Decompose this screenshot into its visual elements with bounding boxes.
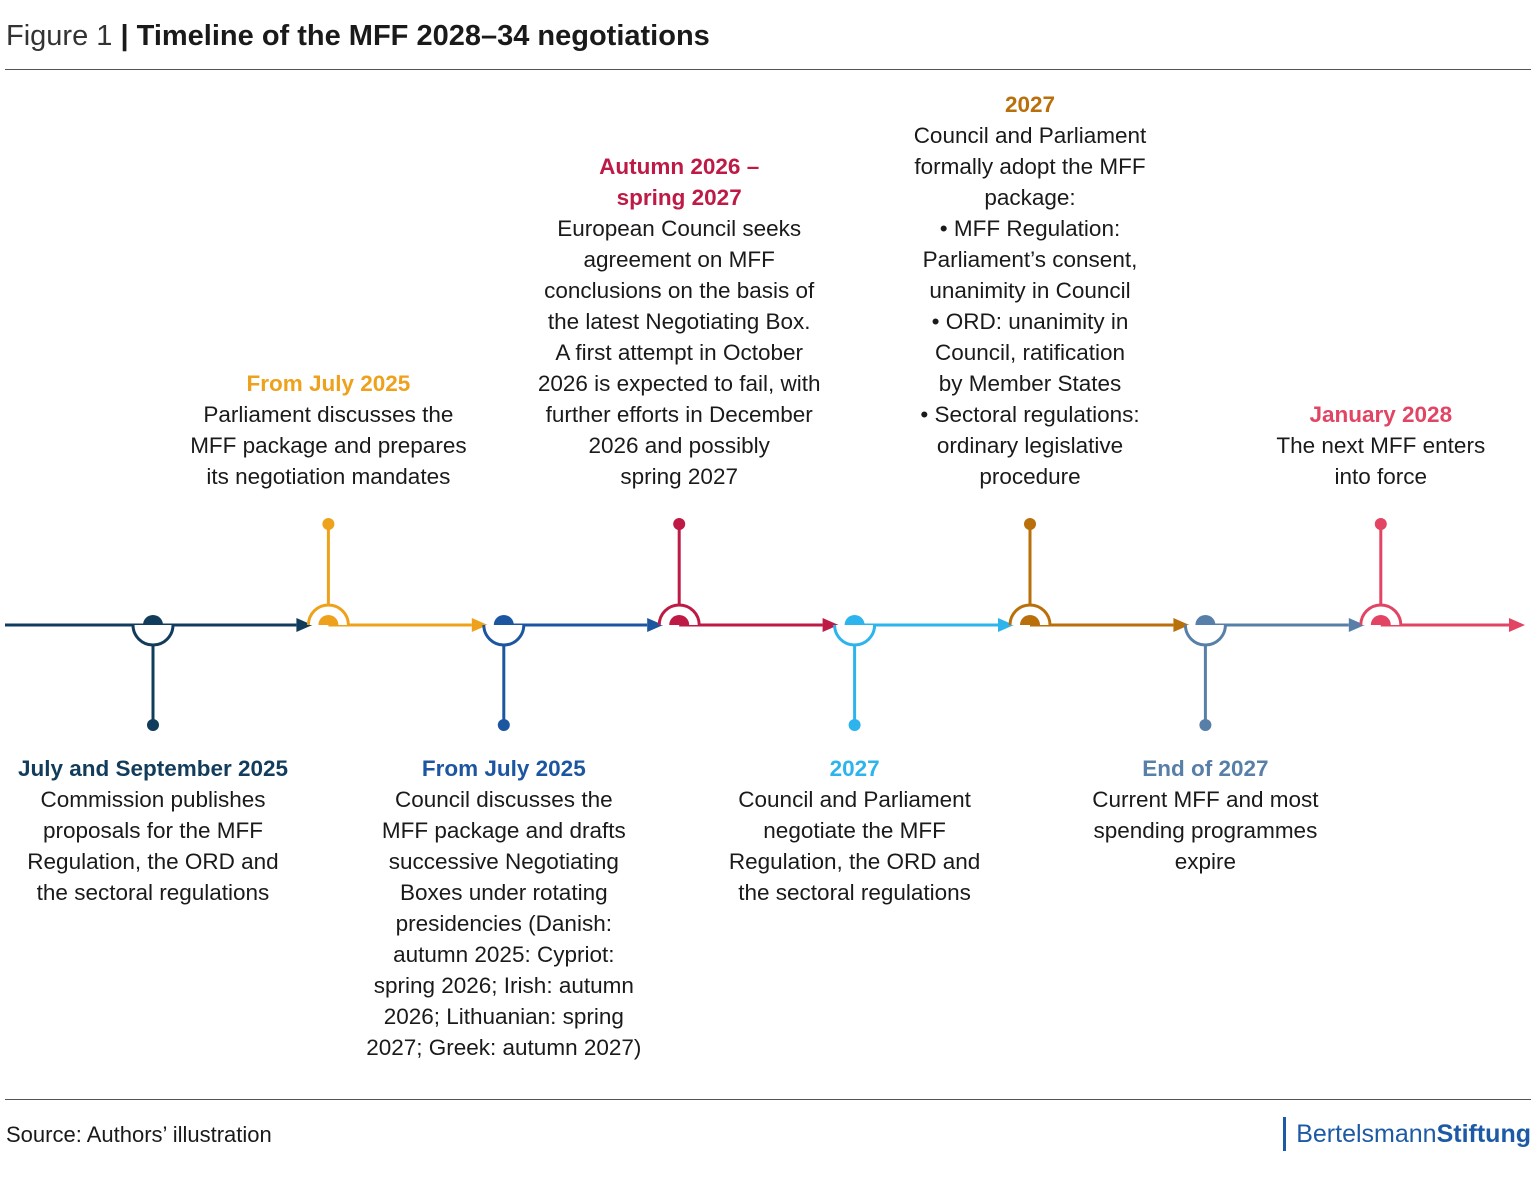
title-separator: | — [120, 20, 129, 52]
timeline-arrowhead — [998, 618, 1014, 632]
logo-text-regular: Bertelsmann — [1296, 1120, 1437, 1148]
timeline-node-ring — [1183, 624, 1227, 647]
timeline-connector-dot — [1374, 518, 1387, 530]
event-description: The next MFF enters into force — [1276, 433, 1486, 489]
timeline-node-dot — [493, 615, 514, 625]
bertelsmann-stiftung-logo: BertelsmannStiftung — [1283, 1117, 1531, 1151]
timeline-node-ring — [833, 624, 877, 647]
timeline-connector-dot — [848, 719, 861, 731]
timeline-node-ring — [1359, 603, 1403, 626]
event-description: Commission publishes proposals for the M… — [27, 787, 279, 905]
event-description: Parliament discusses the MFF package and… — [190, 402, 467, 489]
timeline-node-dot — [1370, 615, 1391, 625]
event-date: Autumn 2026 – spring 2027 — [599, 154, 760, 210]
event-date: End of 2027 — [1142, 756, 1269, 781]
timeline-arrowhead — [647, 618, 664, 632]
event-description: Council discusses the MFF package and dr… — [366, 787, 642, 1060]
timeline-connector-dot — [1199, 719, 1212, 731]
footer-rule — [5, 1099, 1531, 1100]
event-date: January 2028 — [1309, 402, 1453, 427]
event-date: From July 2025 — [421, 756, 586, 781]
timeline-node-dot — [318, 615, 339, 625]
timeline-arrowhead — [1509, 618, 1525, 632]
timeline-node-ring — [1008, 603, 1052, 626]
event-description: Current MFF and most spending programmes… — [1092, 787, 1319, 874]
timeline-arrowhead — [1348, 618, 1365, 632]
header-rule — [5, 69, 1531, 70]
figure-label: Figure 1 — [6, 20, 113, 52]
timeline-node-dot — [1020, 615, 1040, 625]
timeline-node-dot — [143, 615, 163, 625]
timeline-node-dot — [844, 615, 865, 625]
timeline-node-ring — [131, 624, 175, 647]
event-description: European Council seeks agreement on MFF … — [537, 216, 821, 489]
source-note: Source: Authors’ illustration — [6, 1122, 272, 1147]
timeline-node-ring — [657, 603, 701, 626]
timeline-arrowhead — [1173, 618, 1190, 632]
event-date: 2027 — [1004, 92, 1056, 117]
event-date: From July 2025 — [246, 371, 411, 396]
timeline-arrowhead — [471, 618, 488, 632]
timeline-node-ring — [306, 603, 350, 626]
timeline-connector-dot — [147, 719, 159, 731]
timeline-arrowhead — [296, 618, 313, 632]
event-description: Council and Parliament negotiate the MFF… — [728, 787, 981, 905]
event-date: July and September 2025 — [17, 756, 289, 781]
timeline-connector-dot — [1024, 518, 1036, 530]
timeline-node-dot — [1195, 615, 1216, 625]
figure-title: Timeline of the MFF 2028–34 negotiations — [136, 20, 710, 52]
timeline-connector-dot — [322, 518, 335, 530]
timeline-connector-dot — [497, 719, 510, 731]
figure-header: Figure 1 | Timeline of the MFF 2028–34 n… — [6, 14, 710, 58]
event-description: Council and Parliament formally adopt th… — [913, 123, 1147, 489]
timeline-node-ring — [482, 624, 526, 647]
logo-text-bold: Stiftung — [1436, 1120, 1531, 1148]
timeline-connector-dot — [673, 518, 686, 530]
timeline-arrowhead — [822, 618, 839, 632]
timeline-node-dot — [669, 615, 690, 625]
event-date: 2027 — [829, 756, 880, 781]
